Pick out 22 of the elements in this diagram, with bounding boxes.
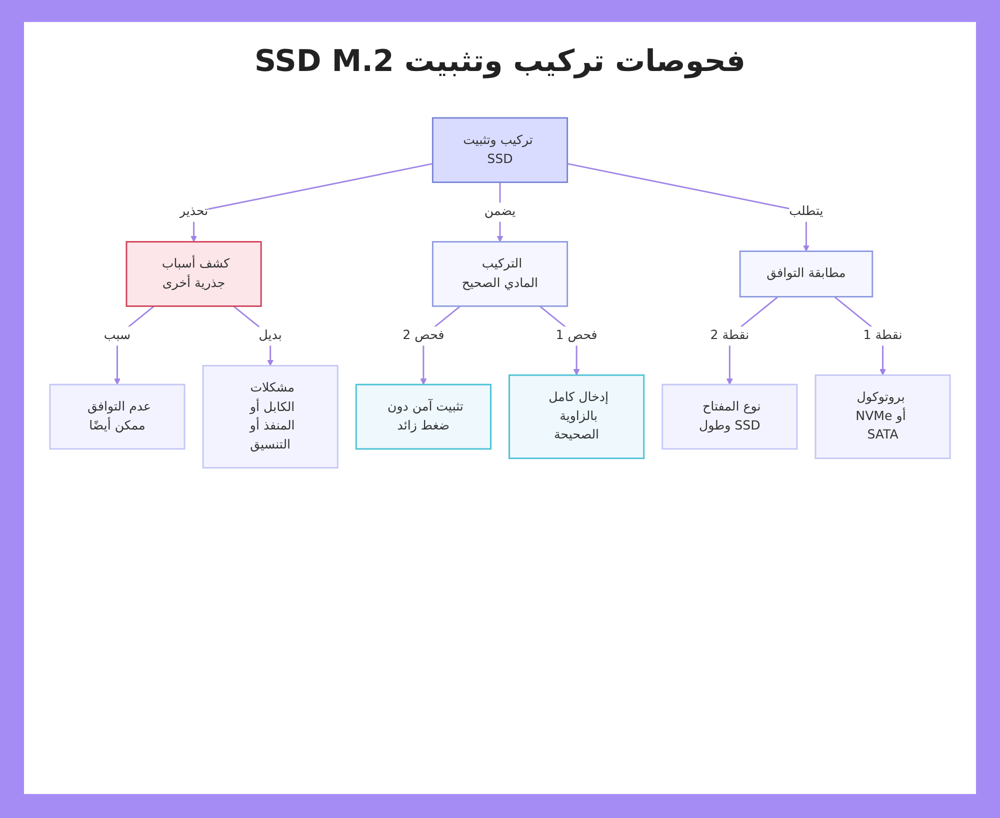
arrow <box>567 162 810 252</box>
edge-label: فحص 1 <box>556 328 598 343</box>
edge-label: فحص 2 <box>402 328 444 343</box>
edge-label: نقطة 1 <box>863 328 902 343</box>
edge-label: سبب <box>104 328 131 343</box>
title: فحوصات تركيب وتثبيت SSD M.2 <box>254 44 746 79</box>
edge-label: يضمن <box>484 204 516 219</box>
edge-label: نقطة 2 <box>710 328 750 343</box>
node-box <box>432 117 568 183</box>
node-box <box>508 374 645 460</box>
node-box <box>126 241 262 307</box>
node-box <box>432 241 568 307</box>
arrow <box>233 306 274 366</box>
node-box <box>355 384 492 450</box>
node-box <box>739 250 874 298</box>
node-box <box>202 364 338 468</box>
arrow <box>190 162 433 242</box>
edge-label: يتطلب <box>789 204 824 219</box>
node-box <box>49 384 186 450</box>
edge-label: بديل <box>258 328 282 343</box>
node-box <box>814 374 951 460</box>
node-box <box>662 384 798 450</box>
